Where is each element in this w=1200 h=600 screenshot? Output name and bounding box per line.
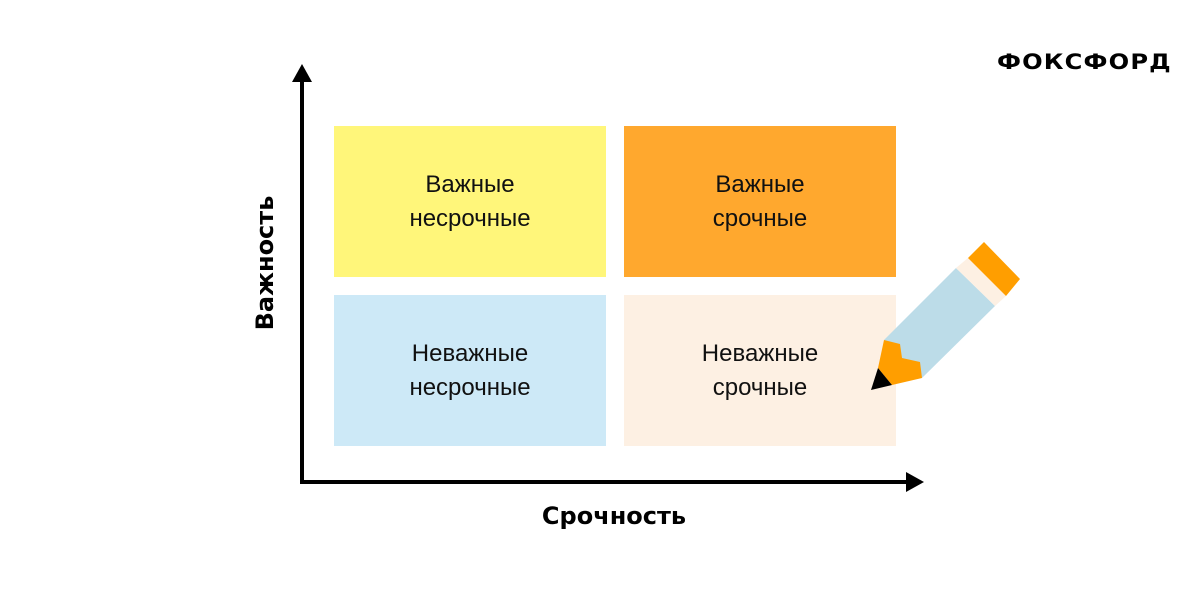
quadrant-line1: Важные	[715, 170, 805, 198]
quadrant-not-important-urgent: Неважные срочные	[624, 295, 896, 446]
quadrant-line2: несрочные	[409, 373, 531, 401]
x-axis-line	[300, 480, 910, 484]
y-axis-label: Важность	[251, 195, 279, 331]
quadrant-important-not-urgent: Важные несрочные	[334, 126, 606, 277]
x-axis-arrow-icon	[906, 472, 924, 492]
quadrant-line1: Неважные	[701, 339, 819, 367]
y-axis-line	[300, 80, 304, 484]
pencil-icon	[871, 242, 1020, 390]
quadrant-line1: Неважные	[411, 339, 529, 367]
quadrant-line2: несрочные	[409, 204, 531, 232]
quadrant-line1: Важные	[425, 170, 515, 198]
quadrant-important-urgent: Важные срочные	[624, 126, 896, 277]
quadrant-line2: срочные	[712, 204, 808, 232]
x-axis-label: Срочность	[541, 502, 687, 530]
quadrant-not-important-not-urgent: Неважные несрочные	[334, 295, 606, 446]
foxford-logo: ФОКСФОРД	[997, 50, 1172, 74]
quadrant-line2: срочные	[712, 373, 808, 401]
y-axis-arrow-icon	[292, 64, 312, 82]
